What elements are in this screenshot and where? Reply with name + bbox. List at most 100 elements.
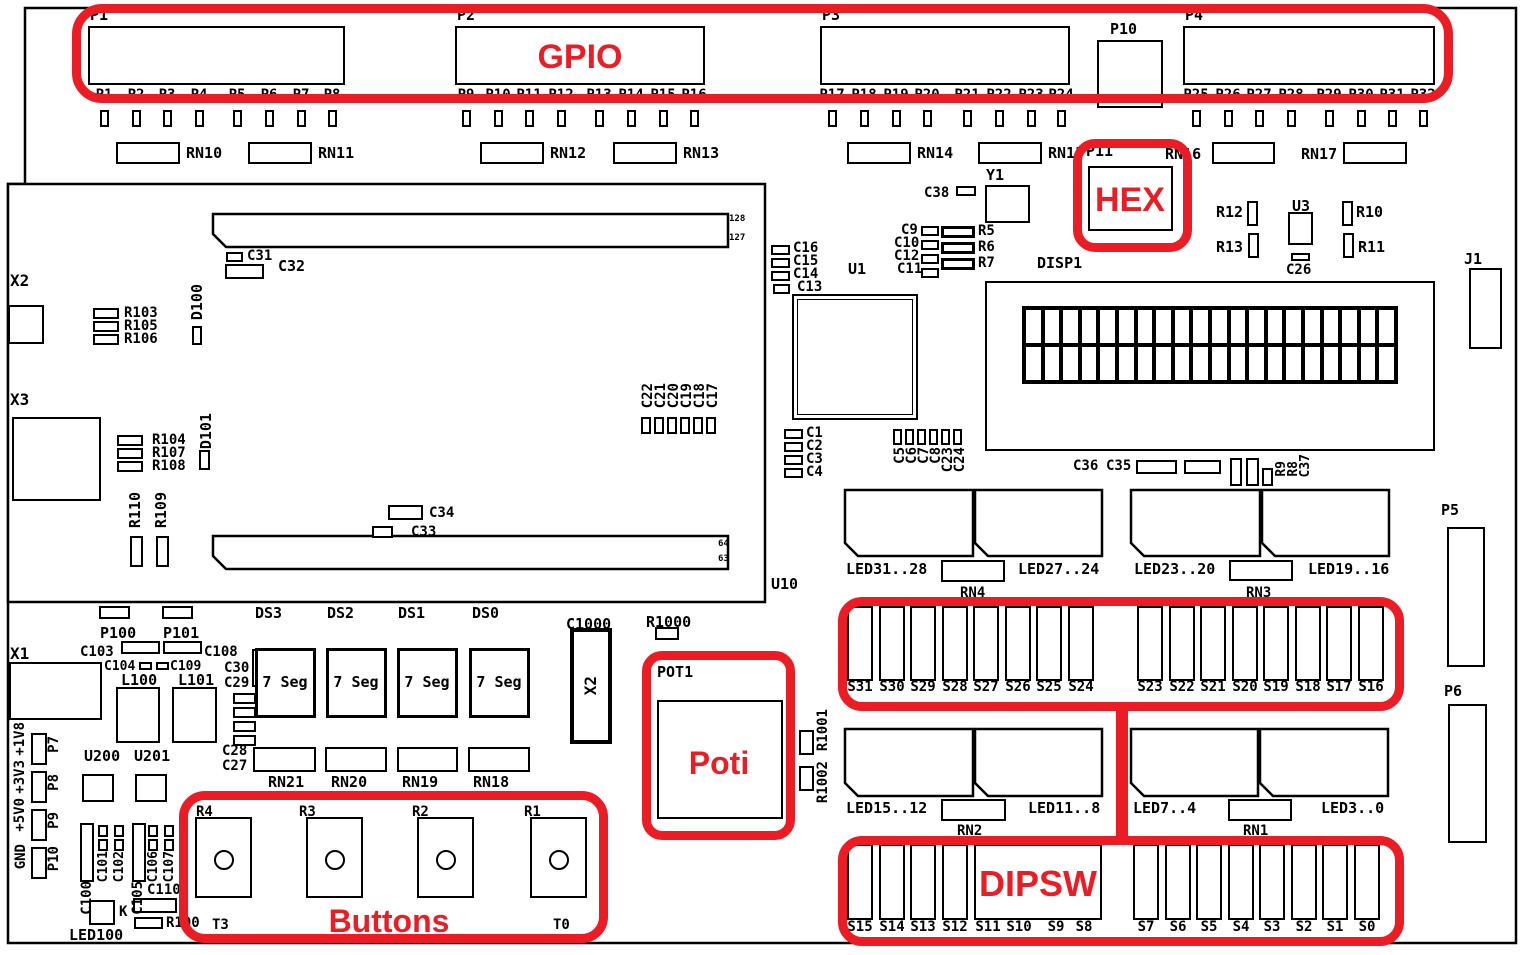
silk-label-p8: P8 [46,774,62,791]
silk-label-c37: C37 [1298,454,1313,478]
l101-inductor [172,687,217,743]
rn13 [613,142,677,164]
switch-label-s8: S8 [1075,919,1093,935]
silk-label-c101: C101 [96,851,111,883]
switch-s25 [1036,606,1062,681]
r105 [93,321,119,332]
ds0-7seg [469,648,530,718]
c13 [773,284,790,294]
c38 [956,186,976,196]
c108 [163,641,202,654]
switch-label-s28: S28 [942,679,968,695]
lcd-cell [1119,310,1134,343]
switch-label-s25: S25 [1036,679,1062,695]
c5-cap [893,429,902,445]
silk-label-pot1: POT1 [657,663,694,681]
lcd-character-grid [1022,306,1398,384]
switch-label-s5: S5 [1200,919,1218,935]
lcd-cell [1081,347,1097,380]
silk-label-c102: C102 [112,851,127,883]
r1002 [799,766,814,791]
c102-b [114,839,124,851]
switch-s2 [1291,844,1317,920]
silk-label-r3: R3 [299,804,316,820]
silk-label-p101: P101 [163,624,200,642]
silk-label-led3-0: LED3..0 [1321,799,1385,817]
c15 [771,258,790,268]
silk-label-c2: C2 [806,438,823,454]
silk-label-c15: C15 [793,253,819,269]
j1-connector [1469,268,1502,349]
c1000 [570,628,612,744]
p7-power-pin [31,733,47,765]
pin-pad-p25 [1191,110,1201,127]
d101-diode [199,450,210,470]
lcd-cell [1119,347,1134,380]
pin-pad-p11 [524,110,534,127]
silk-label-c16: C16 [793,240,819,256]
lcd-cell [1305,347,1320,380]
silk-label-y1: Y1 [986,166,1005,184]
c10 [921,240,939,250]
silk-label-u201: U201 [134,747,171,765]
silk-label-rn21: RN21 [268,773,305,791]
silk-label-7-seg: 7 Seg [404,673,450,691]
silk-label-t3: T3 [212,917,229,933]
lcd-cell [1026,310,1041,343]
led-bank-31-28 [843,488,975,558]
pin-pad-p22 [994,110,1004,127]
switch-label-s11: S11 [975,919,1001,935]
rn14 [847,142,911,164]
silk-label-c35: C35 [1106,458,1132,474]
lcd-cell [1323,347,1339,380]
pin-pad-p31 [1387,110,1397,127]
p3-connector [820,26,1070,85]
r10 [1342,201,1353,226]
silk-label-rn19: RN19 [402,773,439,791]
lcd-cell [1193,347,1208,380]
u1-chip-inner [797,299,913,415]
p11-hex-connector [1088,166,1173,231]
silk-label-rn3: RN3 [1246,585,1272,601]
lcd-cell [1342,310,1357,343]
switch-label-s0: S0 [1358,919,1376,935]
switch-s3 [1259,844,1285,920]
r103 [93,308,119,319]
pin-pad-p5 [232,110,242,127]
r110 [130,536,143,567]
silk-label-3v3: +3V3 [12,760,28,794]
silk-label-c9: C9 [901,222,918,238]
silk-label-p10: P10 [1110,20,1138,38]
switch-s27 [973,606,999,681]
c107-a [164,825,174,837]
rn18 [468,747,530,772]
lcd-cell [1081,310,1097,343]
switch-s21 [1200,606,1226,681]
lcd-cell [1286,310,1301,343]
silk-label-r105: R105 [124,318,158,334]
pin-pad-p15 [658,110,668,127]
silk-label-p6: P6 [1444,682,1463,700]
lcd-cell [1044,310,1060,343]
led-bank-11-8 [973,727,1104,798]
silk-label-p9: P9 [46,812,62,829]
silk-label-c33: C33 [411,524,437,540]
silk-label-rn14: RN14 [917,144,954,162]
silk-label-rn4: RN4 [960,585,986,601]
c107-b [164,839,174,851]
lcd-cell [1342,347,1357,380]
switch-s29 [910,606,936,681]
led-bank-7-4 [1129,727,1260,798]
l100-inductor [116,687,160,743]
silk-label-ds3: DS3 [255,604,283,622]
silk-label-r1002: R1002 [815,761,831,804]
p4-connector [1183,26,1435,85]
switch-s1 [1322,844,1348,920]
silk-label-u3: U3 [1292,197,1311,215]
switch-s14 [879,844,905,920]
pin-pad-p21 [962,110,972,127]
silk-label-128: 128 [729,214,746,224]
switch-label-s3: S3 [1263,919,1281,935]
r104 [117,435,143,446]
cap-disp-b [1246,458,1259,486]
